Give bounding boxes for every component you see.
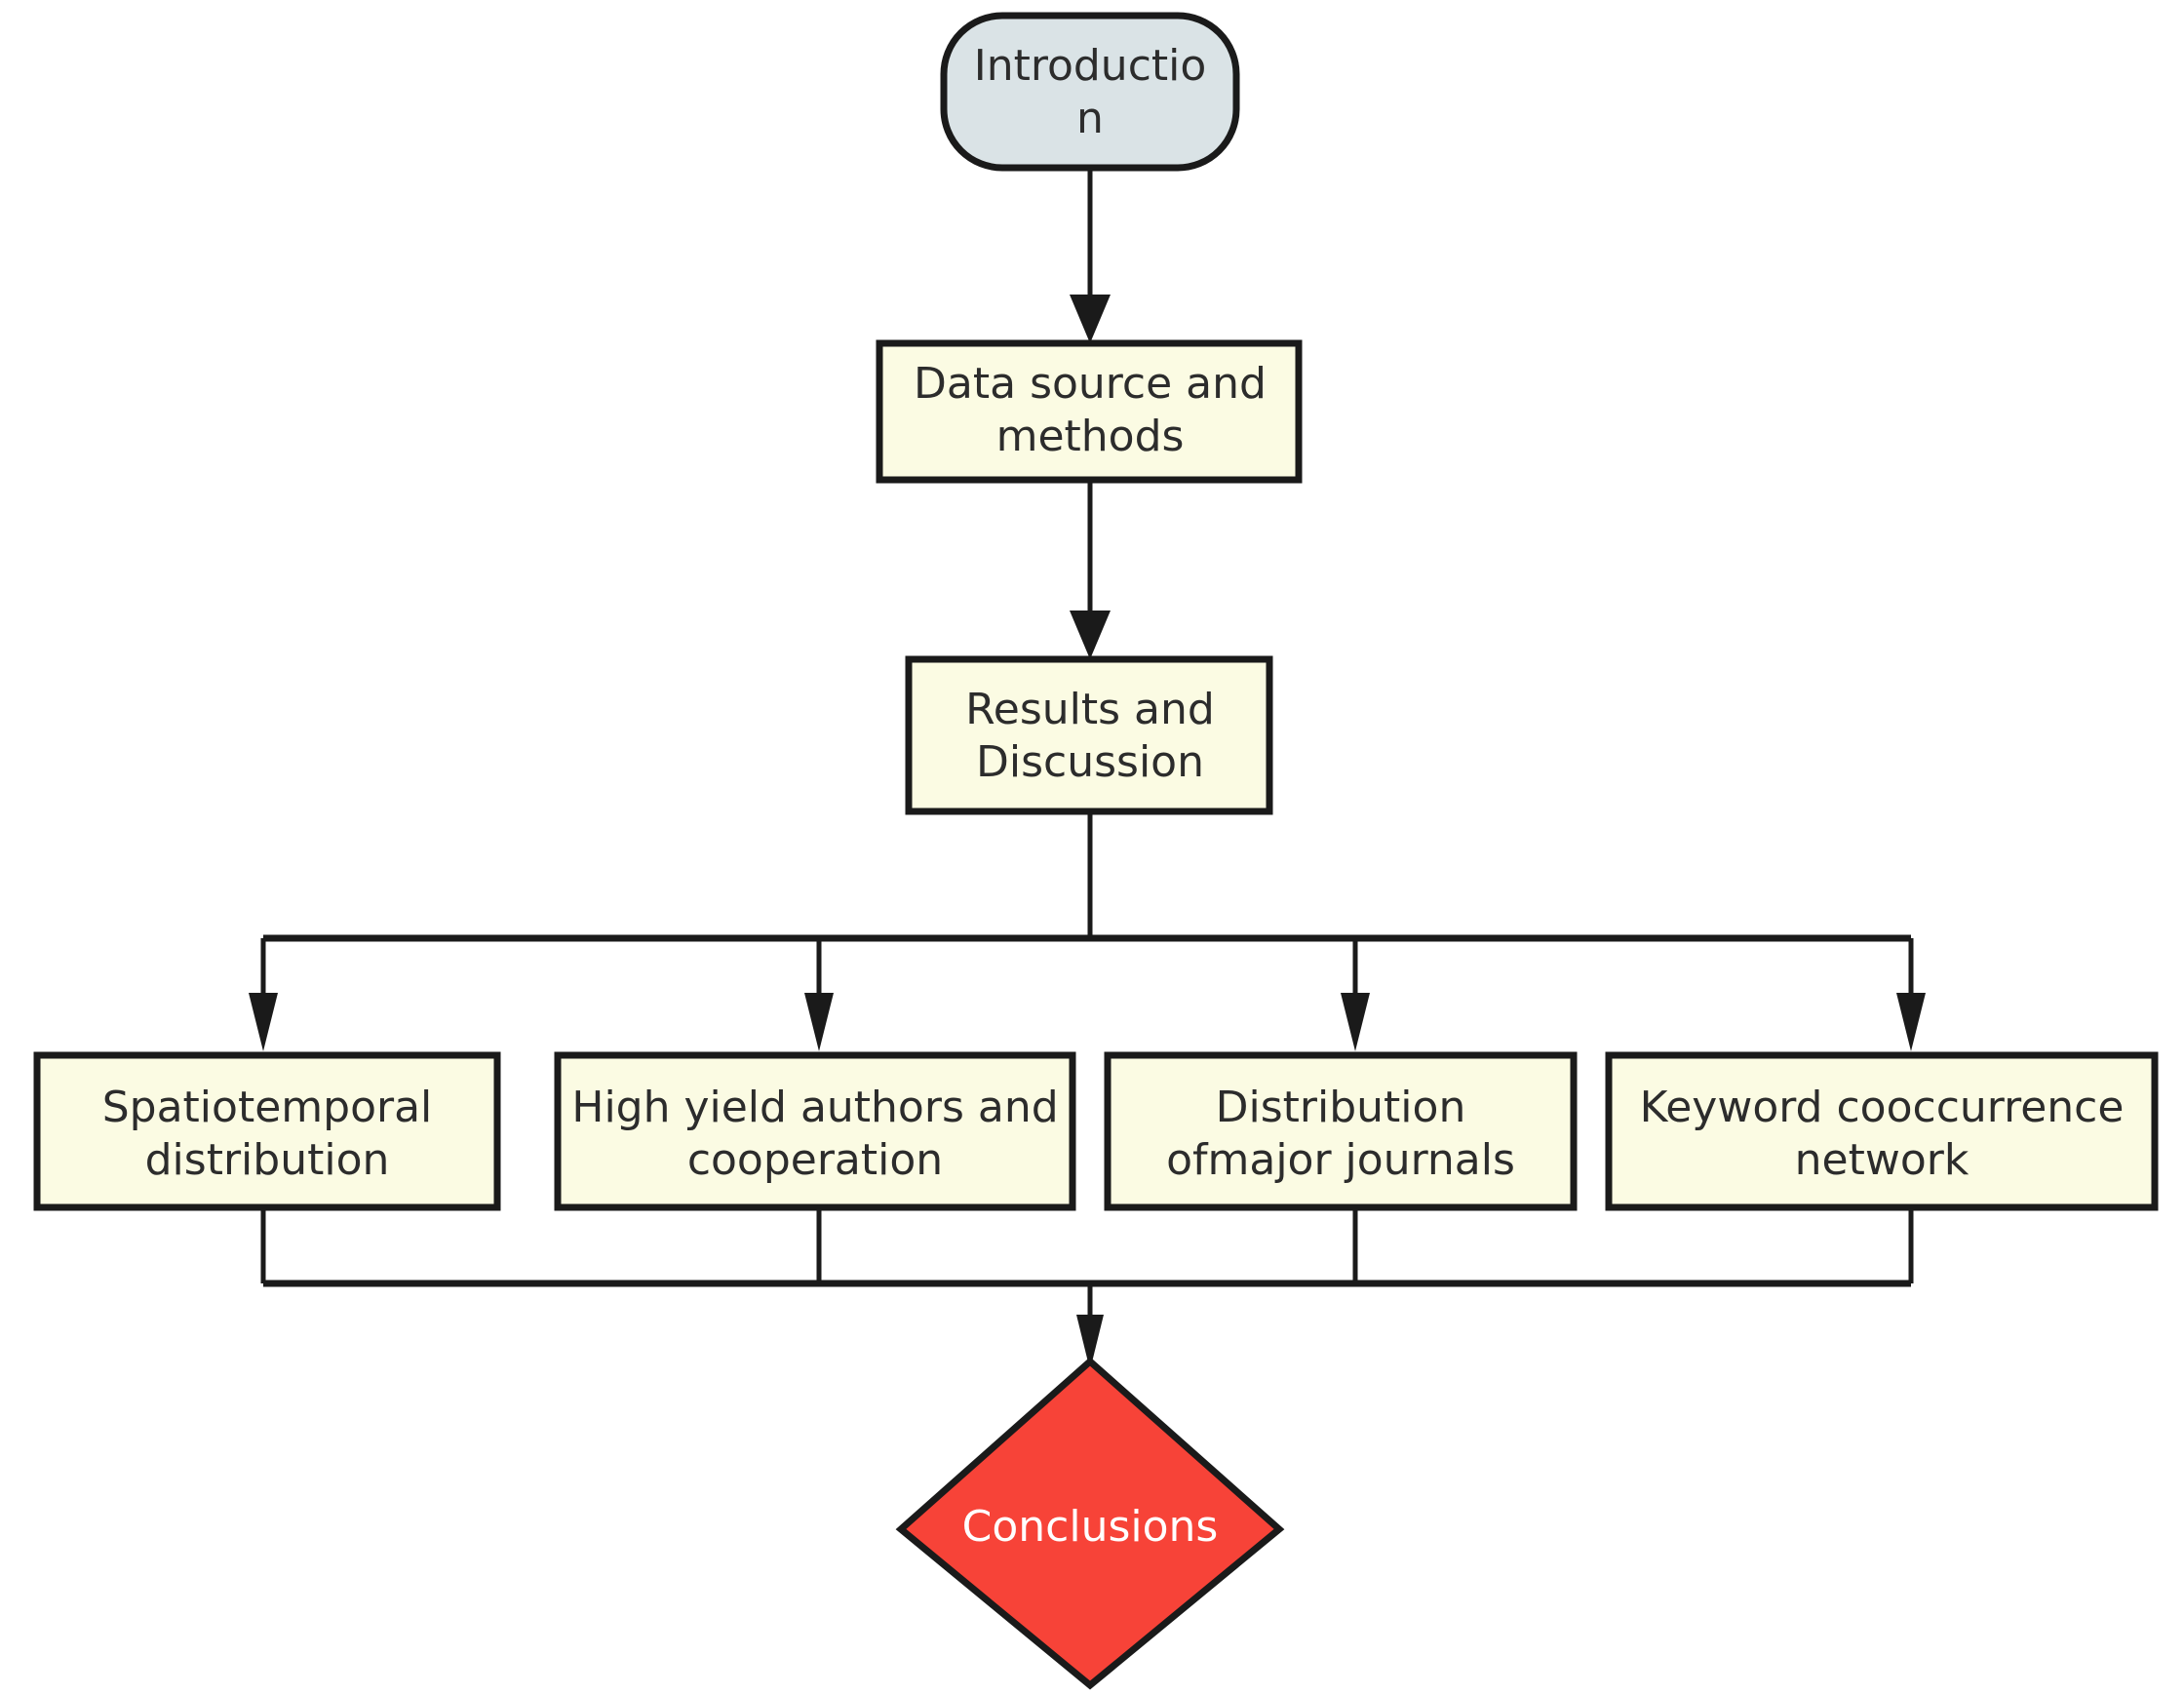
keywords-label-line2: network: [1795, 1135, 1970, 1185]
edge-merge-bus-to-conclusions: [1076, 1283, 1104, 1370]
edge-bus-to-spatiotemporal: [249, 938, 278, 1051]
spatiotemporal-shape: [33, 1051, 501, 1211]
keywords-shape: [1605, 1051, 2159, 1211]
journals-shape: [1104, 1051, 1578, 1211]
journals-label-line1: Distribution: [1216, 1083, 1466, 1132]
results-label-line1: Results and: [965, 685, 1215, 734]
introduction-label-line1: Introductio: [974, 41, 1207, 91]
node-conclusions[interactable]: Conclusions: [895, 1357, 1285, 1690]
authors-label-line1: High yield authors and: [571, 1083, 1058, 1132]
keywords-label-line1: Keyword cooccurrence: [1640, 1083, 2125, 1132]
data-source-label-line1: Data source and: [914, 359, 1267, 409]
edge-branches-to-merge-bus: [260, 1209, 1914, 1287]
journals-label-line2: ofmajor journals: [1166, 1135, 1515, 1185]
node-data-source-and-methods[interactable]: Data source and methods: [876, 339, 1303, 484]
authors-label-line2: cooperation: [687, 1135, 943, 1185]
authors-shape: [554, 1051, 1076, 1211]
data-source-shape: [876, 339, 1303, 484]
node-results-and-discussion[interactable]: Results and Discussion: [905, 655, 1273, 815]
conclusions-label: Conclusions: [962, 1502, 1219, 1552]
spatiotemporal-label-line2: distribution: [145, 1135, 390, 1185]
results-label-line2: Discussion: [976, 737, 1204, 787]
node-distribution-of-major-journals[interactable]: Distribution ofmajor journals: [1104, 1051, 1578, 1211]
results-shape: [905, 655, 1273, 815]
node-keyword-cooccurrence-network[interactable]: Keyword cooccurrence network: [1605, 1051, 2159, 1211]
edge-bus-to-authors: [804, 938, 834, 1051]
node-spatiotemporal-distribution[interactable]: Spatiotemporal distribution: [33, 1051, 501, 1211]
data-source-label-line2: methods: [996, 412, 1185, 461]
edge-bus-to-journals: [1341, 938, 1370, 1051]
spatiotemporal-label-line1: Spatiotemporal: [102, 1083, 433, 1132]
edge-introduction-to-data-source: [1070, 168, 1111, 343]
conclusions-shape: [895, 1357, 1285, 1690]
introduction-shape: [940, 12, 1240, 172]
introduction-label-line2: n: [1076, 94, 1104, 143]
node-high-yield-authors[interactable]: High yield authors and cooperation: [554, 1051, 1076, 1211]
edge-bus-to-keywords: [1896, 938, 1926, 1051]
node-introduction[interactable]: Introductio n: [940, 12, 1240, 172]
edge-data-source-to-results: [1070, 480, 1111, 659]
edge-results-to-split-bus: [263, 811, 1911, 942]
